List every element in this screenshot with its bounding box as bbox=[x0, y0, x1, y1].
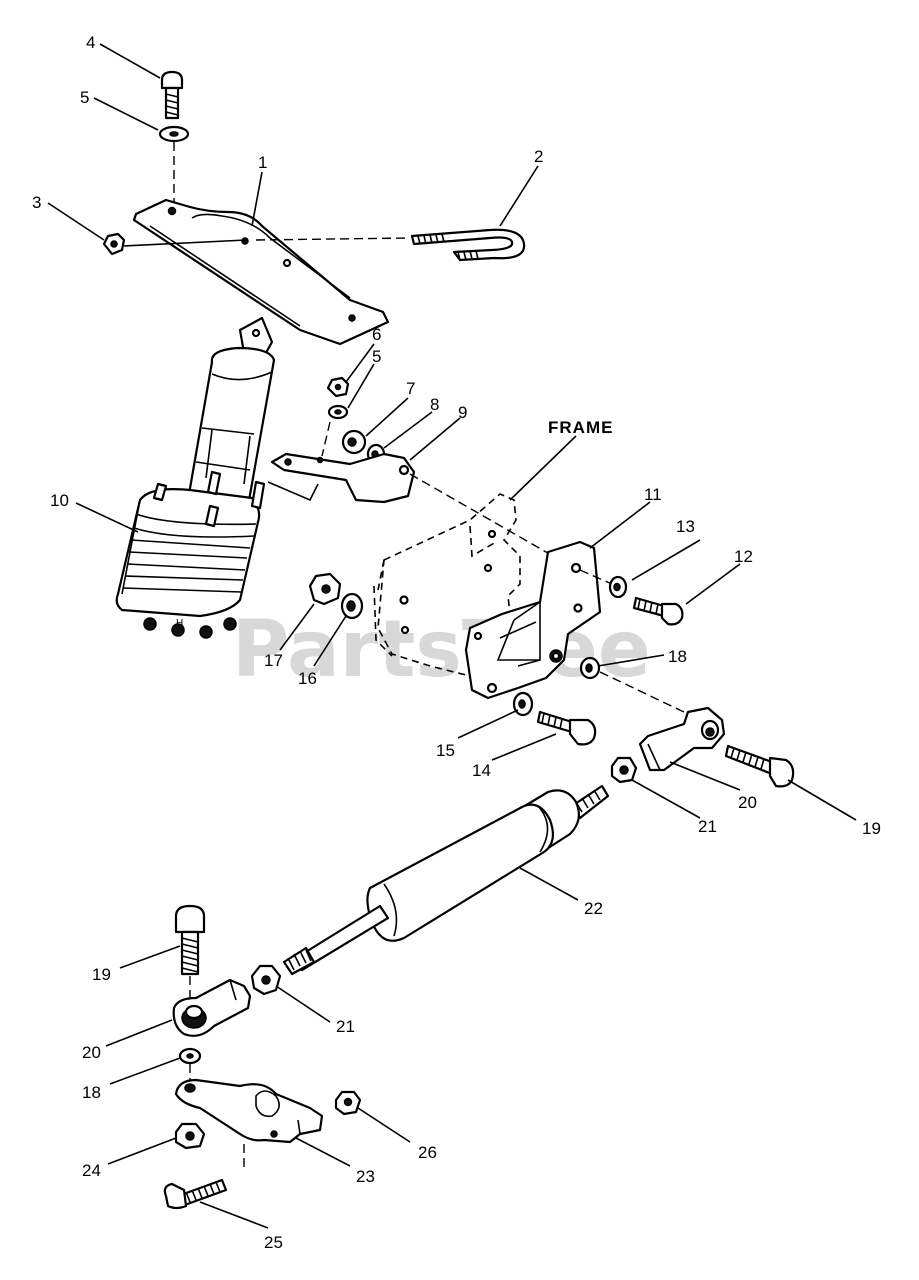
callout-20-upper: 20 bbox=[738, 793, 757, 812]
assembly-line-6 bbox=[321, 421, 331, 457]
bolt-part-25 bbox=[163, 1178, 228, 1210]
bolt-part-4 bbox=[160, 70, 184, 120]
assembly-line-3 bbox=[123, 239, 247, 247]
rod-end-part-20-upper bbox=[638, 706, 726, 772]
assembly-line-11-20 bbox=[599, 671, 685, 713]
callout-19-lower: 19 bbox=[92, 965, 111, 984]
callout-26: 26 bbox=[418, 1143, 437, 1162]
callout-labels: 4 5 3 1 2 6 5 7 8 9 FRAME 10 11 13 12 18… bbox=[32, 33, 881, 1252]
callout-9: 9 bbox=[458, 403, 467, 422]
washer-part-16 bbox=[340, 592, 364, 620]
callout-6: 6 bbox=[372, 325, 381, 344]
leader-lines bbox=[47, 43, 857, 1229]
hydraulic-cylinder-part-22 bbox=[282, 784, 610, 976]
steering-arm-part-23 bbox=[174, 1078, 324, 1144]
callout-22: 22 bbox=[584, 899, 603, 918]
callout-23: 23 bbox=[356, 1167, 375, 1186]
rod-end-part-20-lower bbox=[172, 978, 252, 1037]
callout-10: 10 bbox=[50, 491, 69, 510]
callout-21-lower: 21 bbox=[336, 1017, 355, 1036]
nut-part-17 bbox=[308, 572, 342, 606]
u-bolt-part-2 bbox=[410, 228, 526, 262]
callout-4: 4 bbox=[86, 33, 95, 52]
callout-14: 14 bbox=[472, 761, 491, 780]
callout-15: 15 bbox=[436, 741, 455, 760]
nut-part-26 bbox=[334, 1090, 362, 1116]
callout-13: 13 bbox=[676, 517, 695, 536]
callout-20-lower: 20 bbox=[82, 1043, 101, 1062]
spacer-part-7 bbox=[341, 429, 367, 455]
washer-part-5-mid bbox=[327, 404, 349, 420]
callout-21-upper: 21 bbox=[698, 817, 717, 836]
svg-text:H: H bbox=[176, 618, 183, 629]
callout-5-top: 5 bbox=[80, 88, 89, 107]
washer-part-5-top bbox=[158, 125, 190, 143]
washer-part-15 bbox=[512, 691, 534, 717]
assembly-line-9-11 bbox=[409, 473, 561, 561]
callout-7: 7 bbox=[406, 379, 415, 398]
callout-19-upper: 19 bbox=[862, 819, 881, 838]
callout-18-lower: 18 bbox=[82, 1083, 101, 1102]
callout-1: 1 bbox=[258, 153, 267, 172]
callout-2: 2 bbox=[534, 147, 543, 166]
steering-valve-part-10: H bbox=[115, 316, 276, 639]
assembly-line-9-10 bbox=[267, 481, 319, 502]
nut-part-21-lower bbox=[250, 964, 282, 996]
assembly-line-1-2 bbox=[255, 237, 411, 241]
washer-part-13 bbox=[608, 575, 628, 599]
frame-bracket-part-11 bbox=[464, 540, 602, 700]
bolt-part-19-upper bbox=[724, 744, 795, 788]
nut-part-3 bbox=[102, 232, 126, 256]
bolt-part-14 bbox=[536, 710, 597, 746]
callout-17: 17 bbox=[264, 651, 283, 670]
callout-3: 3 bbox=[32, 193, 41, 212]
callout-12: 12 bbox=[734, 547, 753, 566]
callout-8: 8 bbox=[430, 395, 439, 414]
callout-5-mid: 5 bbox=[372, 347, 381, 366]
nut-part-6 bbox=[326, 376, 350, 398]
frame-outline bbox=[373, 493, 521, 677]
bolt-part-19-lower bbox=[174, 904, 206, 976]
callout-11: 11 bbox=[644, 485, 662, 504]
callout-16: 16 bbox=[298, 669, 317, 688]
bolt-part-12 bbox=[632, 596, 684, 626]
callout-24: 24 bbox=[82, 1161, 101, 1180]
callout-18-upper: 18 bbox=[668, 647, 687, 666]
washer-part-18-upper bbox=[579, 656, 601, 680]
assembly-line-11-13 bbox=[579, 569, 613, 585]
bracket-part-9 bbox=[270, 452, 416, 504]
callout-25: 25 bbox=[264, 1233, 283, 1252]
nut-part-24 bbox=[174, 1122, 206, 1150]
frame-label: FRAME bbox=[548, 418, 613, 437]
nut-part-21-upper bbox=[610, 756, 638, 784]
washer-part-18-lower bbox=[178, 1047, 202, 1065]
